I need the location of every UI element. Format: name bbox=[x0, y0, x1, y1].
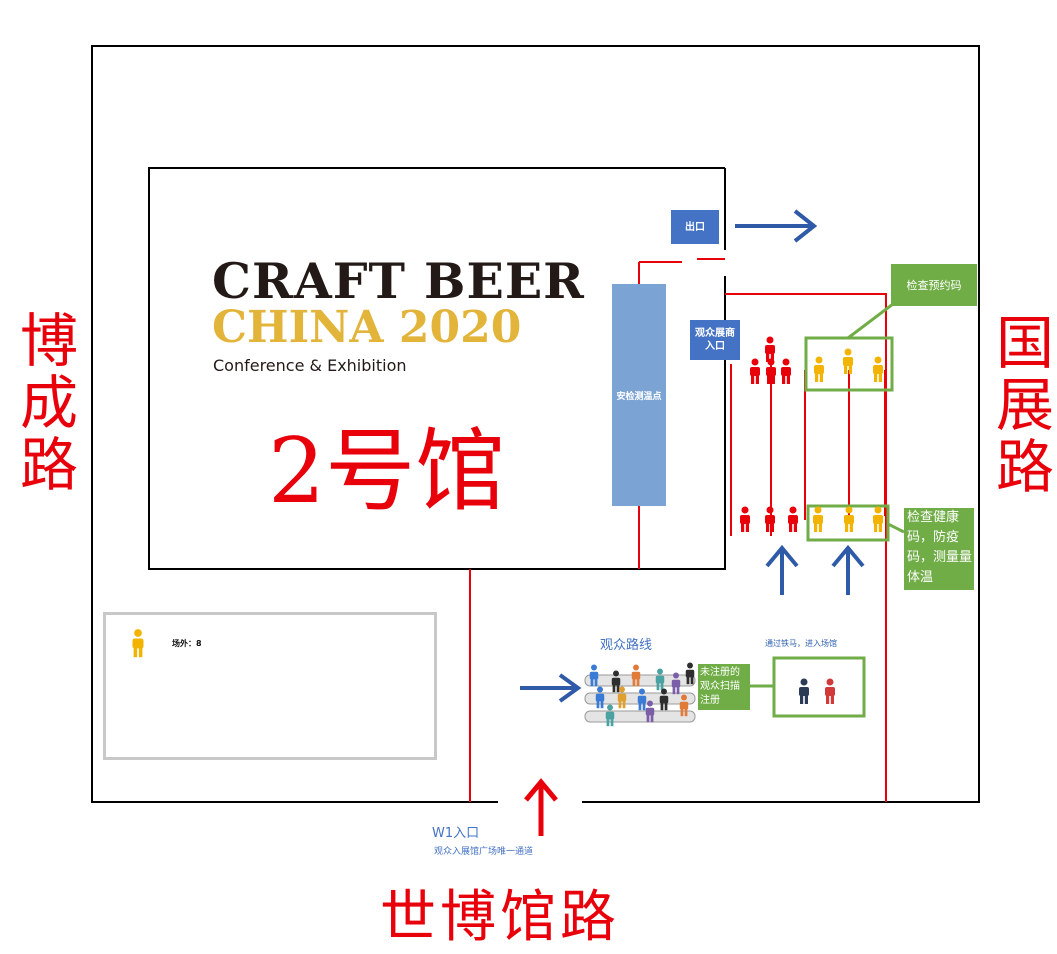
outside-count-label: 场外：8 bbox=[172, 639, 202, 648]
hall-building bbox=[148, 167, 726, 570]
exit-arrow-icon bbox=[735, 209, 818, 243]
w1-entrance-label: W1入口 bbox=[432, 826, 480, 841]
logo-line3: Conference & Exhibition bbox=[213, 356, 407, 375]
person-icon bbox=[617, 686, 627, 709]
road-left-label: 博成路 bbox=[19, 307, 78, 499]
person-icon bbox=[605, 704, 615, 727]
up-arrow-icon bbox=[765, 544, 799, 595]
person-icon bbox=[132, 629, 144, 658]
person-icon bbox=[750, 358, 760, 384]
w1-entrance-note: 观众入展馆广场唯一通道 bbox=[434, 847, 534, 857]
person-icon bbox=[765, 336, 775, 362]
road-right-label: 国展路 bbox=[995, 309, 1054, 501]
person-icon bbox=[611, 670, 621, 693]
venue-boundary bbox=[91, 45, 980, 803]
person-icon bbox=[825, 678, 835, 704]
check-zones bbox=[750, 302, 905, 718]
road-bottom-label: 世博馆路 bbox=[380, 885, 620, 950]
person-icon bbox=[766, 358, 776, 384]
person-icon bbox=[765, 506, 775, 532]
person-icon bbox=[873, 506, 883, 532]
person-icon bbox=[781, 358, 791, 384]
logo-line2: CHINA 2020 bbox=[212, 302, 522, 353]
exit-label: 出口 bbox=[671, 210, 719, 244]
flow-arrows bbox=[520, 209, 865, 703]
logo-line1: CRAFT BEER bbox=[212, 252, 585, 310]
person-icon bbox=[631, 664, 641, 687]
person-icon bbox=[799, 678, 809, 704]
person-icon bbox=[788, 506, 798, 532]
up-arrow-icon bbox=[831, 544, 865, 595]
person-icon bbox=[659, 688, 669, 711]
person-icon bbox=[685, 662, 695, 685]
queue-lines bbox=[469, 258, 887, 802]
health-check-label: 检查健康码，防疫码，测量量体温 bbox=[904, 508, 974, 590]
route-title: 观众路线 bbox=[600, 638, 653, 653]
registration-zone bbox=[772, 656, 866, 718]
person-icon bbox=[589, 664, 599, 687]
route-arrow-icon bbox=[520, 673, 582, 703]
person-icon bbox=[655, 668, 665, 691]
person-icon bbox=[637, 688, 647, 711]
reservation-check-label: 检查预约码 bbox=[891, 264, 977, 306]
person-icon bbox=[740, 506, 750, 532]
person-icon bbox=[595, 686, 605, 709]
health-check-zone bbox=[806, 504, 890, 542]
person-icon bbox=[679, 694, 689, 717]
hall-name: 2号馆 bbox=[268, 419, 506, 524]
person-icon bbox=[844, 506, 854, 532]
people-layer bbox=[132, 336, 883, 727]
outside-waiting-area bbox=[103, 612, 437, 760]
person-icon bbox=[814, 356, 824, 382]
person-icon bbox=[645, 700, 655, 723]
person-icon bbox=[813, 506, 823, 532]
security-checkpoint: 安检测温点 bbox=[612, 284, 666, 506]
person-icon bbox=[843, 348, 853, 374]
route-note: 通过铁马，进入场馆 bbox=[765, 639, 837, 648]
person-icon bbox=[873, 356, 883, 382]
registration-label: 未注册的观众扫描注册 bbox=[698, 664, 750, 710]
person-icon bbox=[671, 672, 681, 695]
entrance-arrow-icon bbox=[524, 778, 558, 836]
exhibitor-entrance-label: 观众展商入口 bbox=[690, 320, 740, 360]
